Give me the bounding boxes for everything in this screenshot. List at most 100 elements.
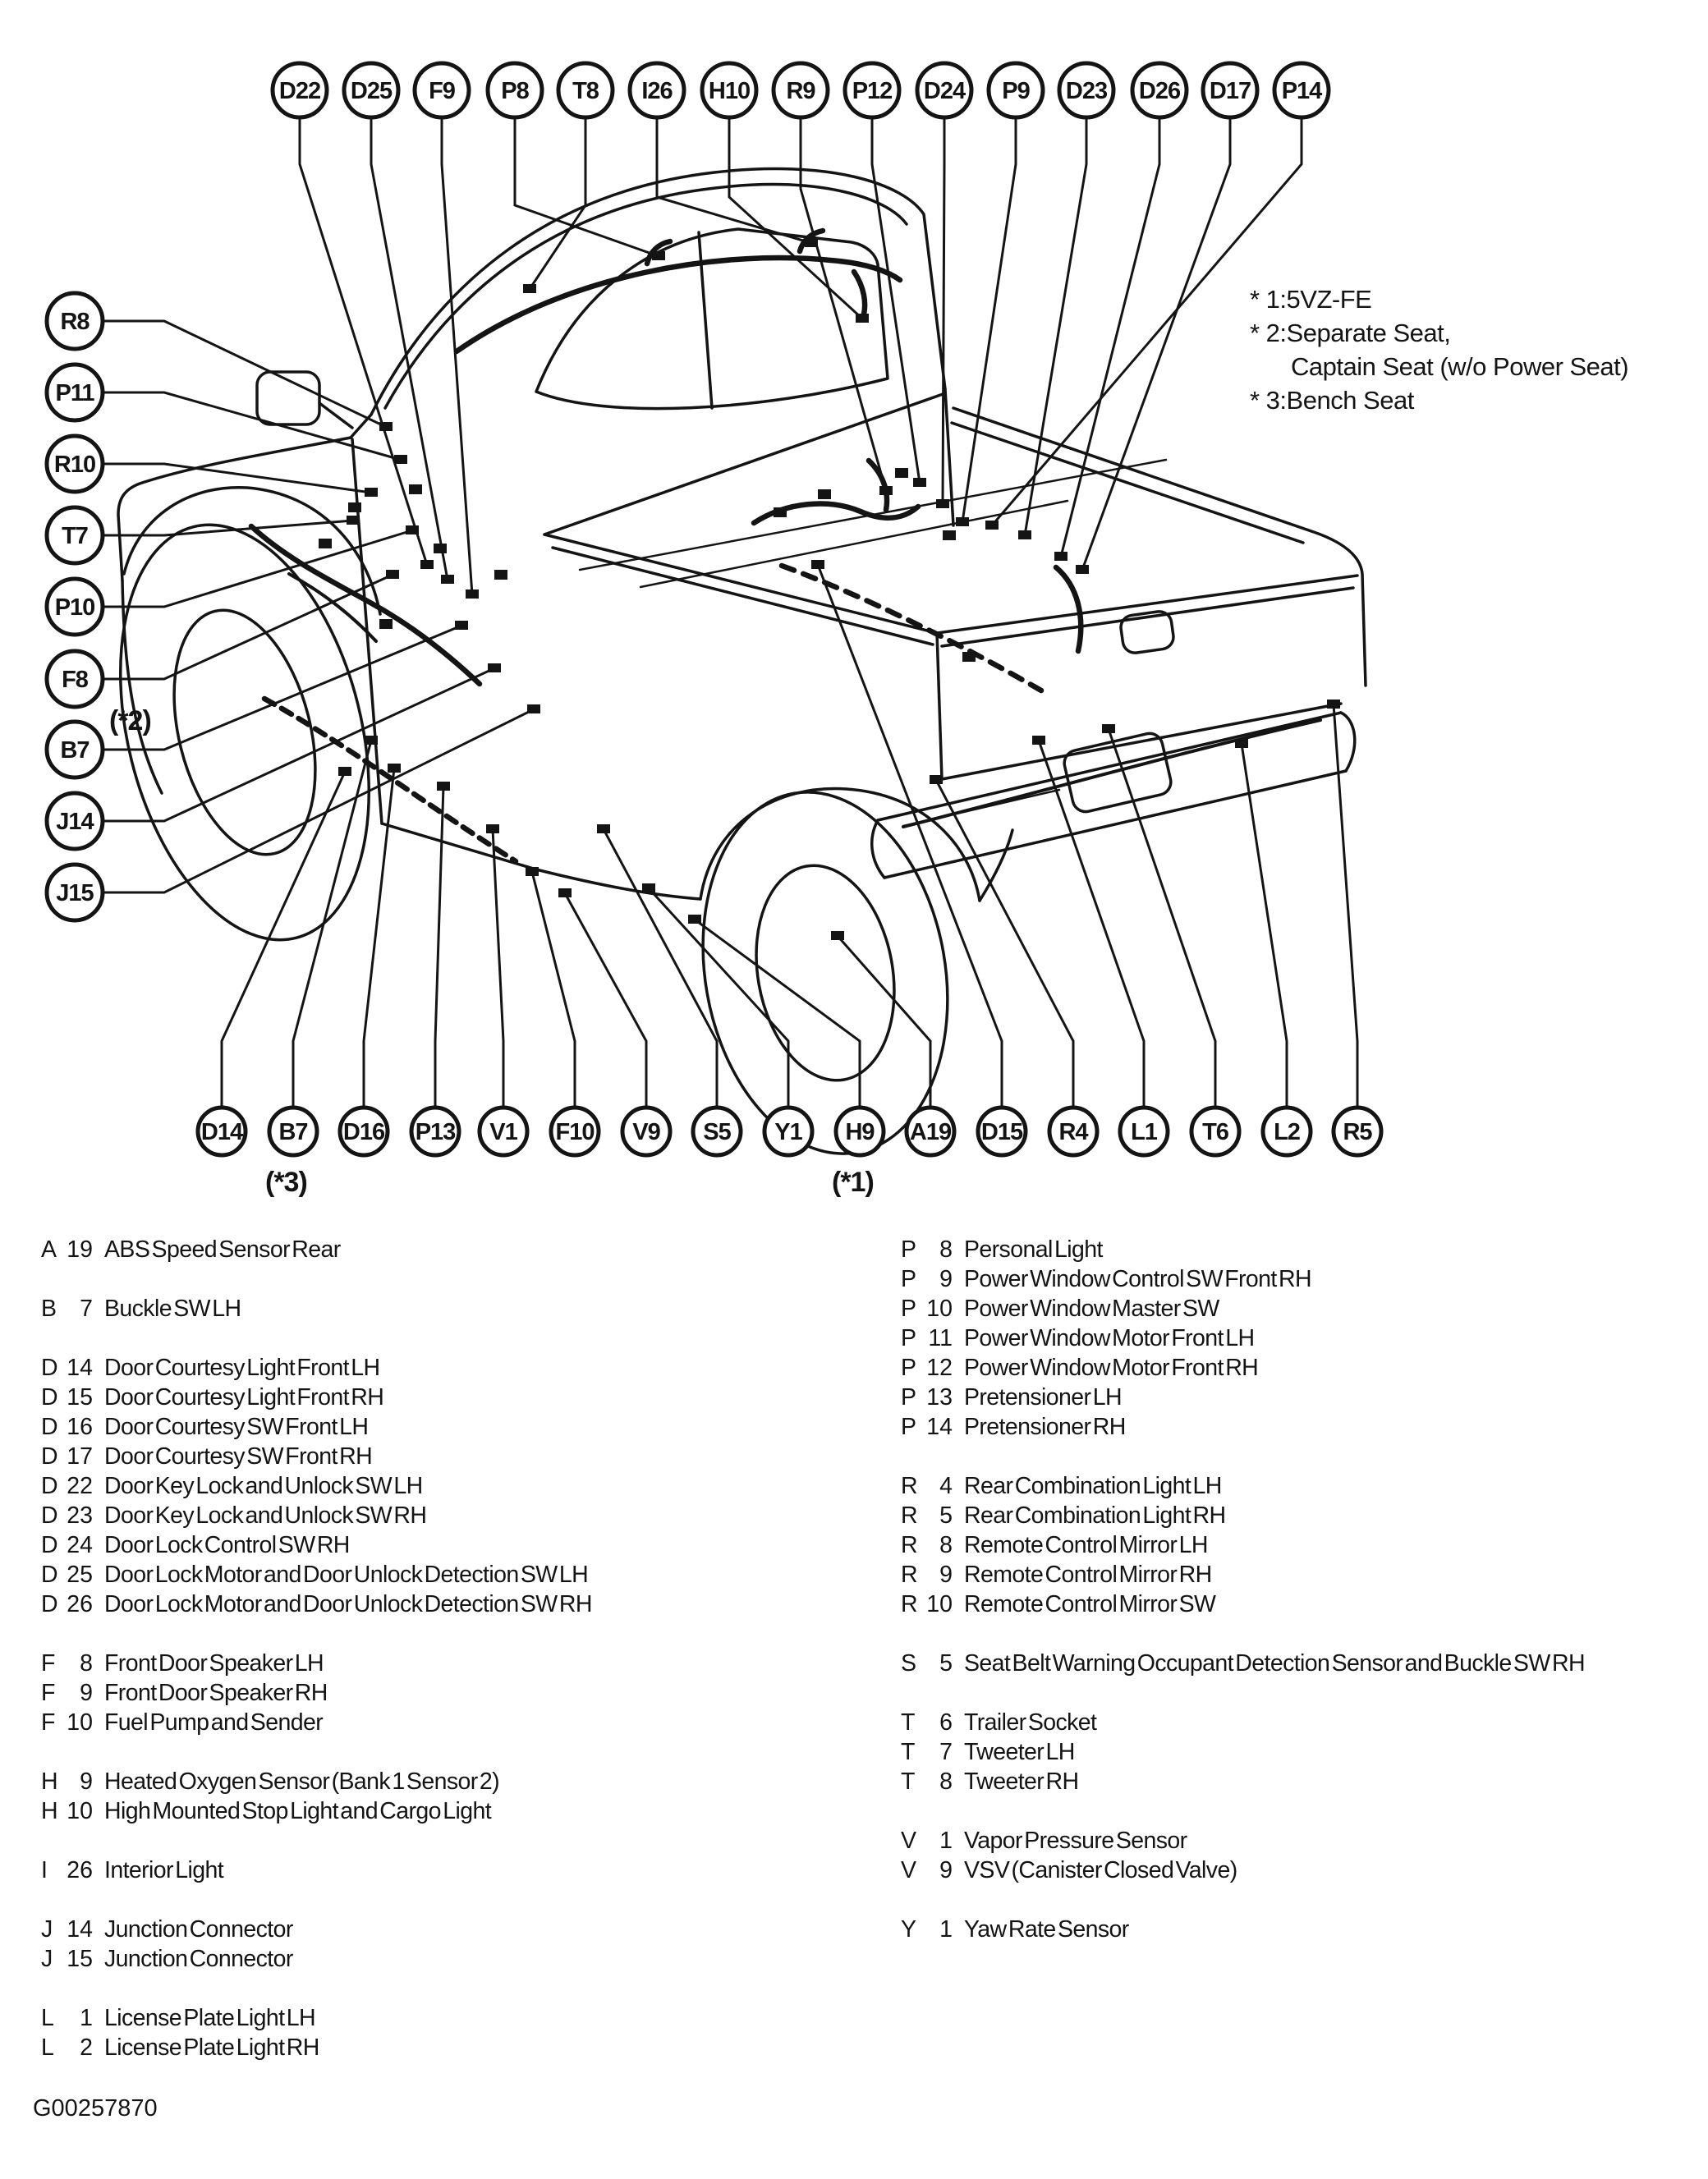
connector-D16 bbox=[388, 764, 401, 773]
bed-far-rail-inner bbox=[950, 421, 1305, 544]
legend-letter: D bbox=[41, 1443, 58, 1470]
legend-number: 19 bbox=[67, 1236, 93, 1263]
legend-letter: J bbox=[41, 1946, 53, 1972]
legend-number: 15 bbox=[67, 1946, 93, 1972]
callout-R4: R4 bbox=[930, 775, 1100, 1158]
leader-line-V1 bbox=[491, 828, 505, 1108]
legend-number: 16 bbox=[67, 1414, 93, 1440]
callout-label-Y1: Y1 bbox=[774, 1119, 802, 1145]
callout-D24: D24 bbox=[915, 61, 974, 508]
legend-letter: T bbox=[901, 1768, 916, 1795]
callout-label-D25: D25 bbox=[351, 78, 393, 104]
legend-name: Power Window Master SW bbox=[964, 1296, 1219, 1322]
variant-notes: * 1:5VZ-FE * 2:Separate Seat, Captain Se… bbox=[1250, 282, 1629, 417]
tailgate-handle bbox=[1119, 610, 1175, 654]
legend-name: Yaw Rate Sensor bbox=[964, 1916, 1129, 1943]
legend-letter: F bbox=[41, 1650, 56, 1677]
callout-circle-B7 bbox=[267, 1105, 319, 1158]
callout-circle-T7 bbox=[44, 505, 105, 566]
legend-number: 14 bbox=[926, 1414, 953, 1440]
connector-D22 bbox=[420, 560, 434, 569]
legend-letter: H bbox=[41, 1768, 58, 1795]
leader-line-D16 bbox=[362, 768, 396, 1108]
leader-line-D22 bbox=[298, 117, 429, 566]
legend-letter: I bbox=[41, 1857, 48, 1883]
cab-roof-inner-line bbox=[383, 182, 908, 410]
leader-line-P10 bbox=[103, 529, 413, 608]
callout-label-B7: B7 bbox=[60, 737, 89, 764]
legend-number: 2 bbox=[80, 2034, 93, 2061]
callout-D22: D22 bbox=[270, 61, 434, 569]
legend-number: 10 bbox=[926, 1591, 953, 1617]
legend-name: Front Door Speaker LH bbox=[104, 1650, 324, 1677]
front-door-harness bbox=[248, 523, 483, 687]
leader-line-P14 bbox=[990, 117, 1303, 526]
callout-note-B7: (*2) bbox=[109, 705, 151, 736]
legend-name: Vapor Pressure Sensor bbox=[964, 1828, 1187, 1854]
connector-L1 bbox=[1032, 736, 1045, 745]
connector-F10 bbox=[526, 867, 539, 876]
legend-letter: V bbox=[901, 1857, 917, 1883]
legend-letter: D bbox=[41, 1414, 58, 1440]
callout-D26: D26 bbox=[1054, 61, 1189, 561]
connector-P13 bbox=[437, 782, 450, 791]
bumper-bottom bbox=[883, 769, 1348, 879]
callout-circle-T8 bbox=[556, 61, 615, 120]
connector-D24 bbox=[936, 499, 949, 508]
leader-line-B7 bbox=[103, 624, 462, 751]
callout-circle-D26 bbox=[1130, 61, 1189, 120]
callout-label-P13: P13 bbox=[416, 1119, 456, 1145]
connector-D17 bbox=[1076, 565, 1089, 574]
legend-number: 4 bbox=[939, 1473, 953, 1499]
leader-line-A19 bbox=[836, 935, 932, 1108]
callout-circle-P9 bbox=[986, 61, 1045, 120]
callout-T8: T8 bbox=[523, 61, 615, 293]
leader-line-L1 bbox=[1037, 740, 1146, 1108]
legend-letter: P bbox=[901, 1296, 917, 1322]
legend-number: 13 bbox=[926, 1384, 953, 1411]
callout-L1: L1 bbox=[1032, 736, 1170, 1158]
callout-J15: J15 bbox=[44, 704, 540, 923]
callout-label-D15: D15 bbox=[981, 1119, 1023, 1145]
legend-name: Buckle SW LH bbox=[104, 1296, 241, 1322]
legend-letter: D bbox=[41, 1473, 58, 1499]
door-sill-harness bbox=[261, 695, 519, 865]
connector-blocks bbox=[319, 468, 976, 662]
legend-number: 10 bbox=[67, 1798, 93, 1824]
legend-number: 22 bbox=[67, 1473, 93, 1499]
callout-P9: P9 bbox=[956, 61, 1045, 526]
callout-note-B7: (*3) bbox=[265, 1167, 307, 1198]
tailgate-top-edge bbox=[935, 574, 1359, 635]
connector-I26 bbox=[805, 238, 818, 247]
callout-S5: S5 bbox=[597, 824, 743, 1158]
callout-V9: V9 bbox=[558, 888, 673, 1158]
legend-letter: F bbox=[41, 1709, 56, 1736]
leader-line-L2 bbox=[1240, 743, 1288, 1108]
leader-line-D24 bbox=[941, 117, 946, 505]
legend-name: Door Lock Control SW RH bbox=[104, 1532, 350, 1558]
legend-number: 26 bbox=[67, 1591, 93, 1617]
callout-label-D14: D14 bbox=[201, 1119, 243, 1145]
front-door-harness-2 bbox=[287, 572, 378, 643]
leader-line-P13 bbox=[434, 786, 445, 1108]
connector-D15 bbox=[811, 560, 824, 569]
callout-J14: J14 bbox=[44, 663, 501, 851]
callout-label-A19: A19 bbox=[910, 1119, 952, 1145]
legend-letter: Y bbox=[901, 1916, 917, 1943]
bed-side-harness bbox=[1053, 564, 1084, 654]
callout-circle-P12 bbox=[843, 61, 902, 120]
leader-line-D17 bbox=[1081, 117, 1232, 571]
legend-letter: L bbox=[41, 2034, 54, 2061]
callout-circle-Y1 bbox=[762, 1105, 815, 1158]
